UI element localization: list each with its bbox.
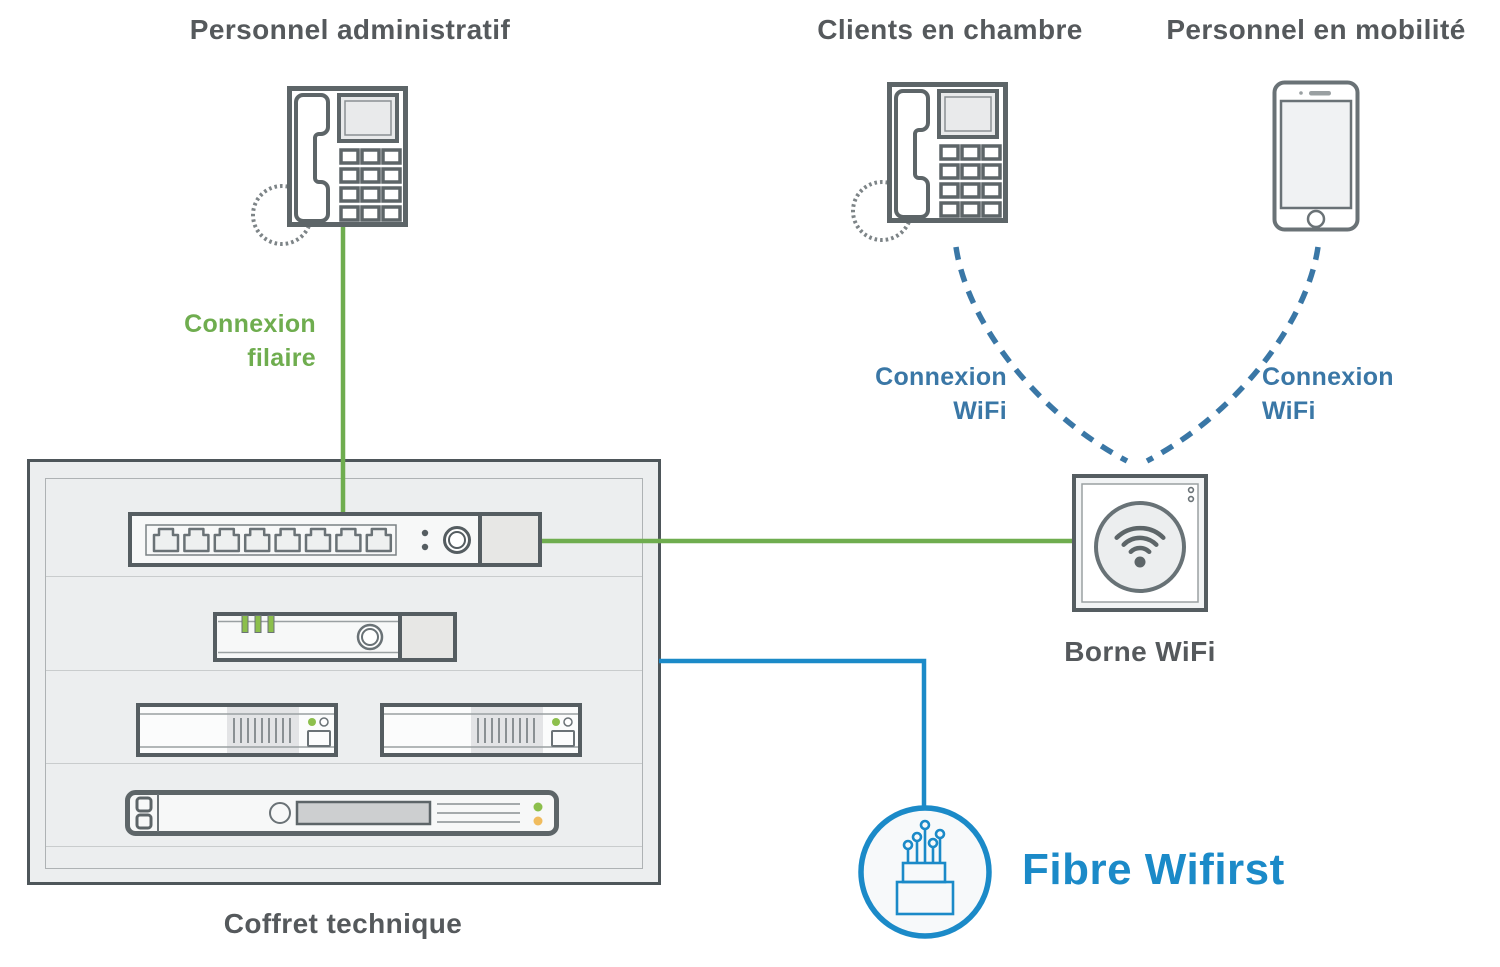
smartphone-icon <box>1272 80 1360 232</box>
cabinet-shelf <box>46 670 642 671</box>
cabinet-shelf <box>46 763 642 764</box>
cabinet-shelf <box>46 576 642 577</box>
fiber-link-line <box>659 658 927 808</box>
label-clients-en-chambre: Clients en chambre <box>817 14 1083 45</box>
modem-icon <box>213 612 457 662</box>
network-switch-icon <box>128 512 542 567</box>
server-icon <box>380 703 582 757</box>
server-icon <box>136 703 338 757</box>
fiber-optic-cable-icon <box>858 805 992 939</box>
label-personnel-administratif: Personnel administratif <box>189 14 511 45</box>
wifi-connection-curve-right <box>1145 246 1321 464</box>
desk-phone-icon <box>287 86 408 227</box>
label-connexion-wifi-left: Connexion WiFi <box>875 363 1007 425</box>
rack-server-icon <box>125 790 559 836</box>
fiber-cable-glyph <box>895 819 955 916</box>
vent-grill <box>233 718 291 743</box>
status-leds <box>241 615 275 633</box>
phone-handset <box>294 93 330 223</box>
wifi-access-point-icon <box>1072 474 1208 612</box>
label-connexion-wifi-right: Connexion WiFi <box>1262 363 1394 425</box>
wifi-connection-curve-left <box>953 246 1129 464</box>
label-coffret-technique: Coffret technique <box>223 908 463 939</box>
phone-keypad <box>939 144 1002 218</box>
desk-phone-icon <box>887 82 1008 223</box>
home-button <box>1306 209 1326 229</box>
rj45-ports <box>152 527 393 553</box>
phone-keypad <box>339 148 402 222</box>
cabinet-shelf <box>46 846 642 847</box>
label-personnel-en-mobilite: Personnel en mobilité <box>1166 14 1466 45</box>
label-connexion-filaire: Connexion filaire <box>184 310 316 372</box>
vent-grill <box>477 718 535 743</box>
wifi-waves-icon <box>1114 525 1166 555</box>
phone-handset <box>894 89 930 219</box>
label-fibre-wifirst: Fibre Wifirst <box>1022 845 1285 894</box>
label-borne-wifi: Borne WiFi <box>1064 636 1216 667</box>
